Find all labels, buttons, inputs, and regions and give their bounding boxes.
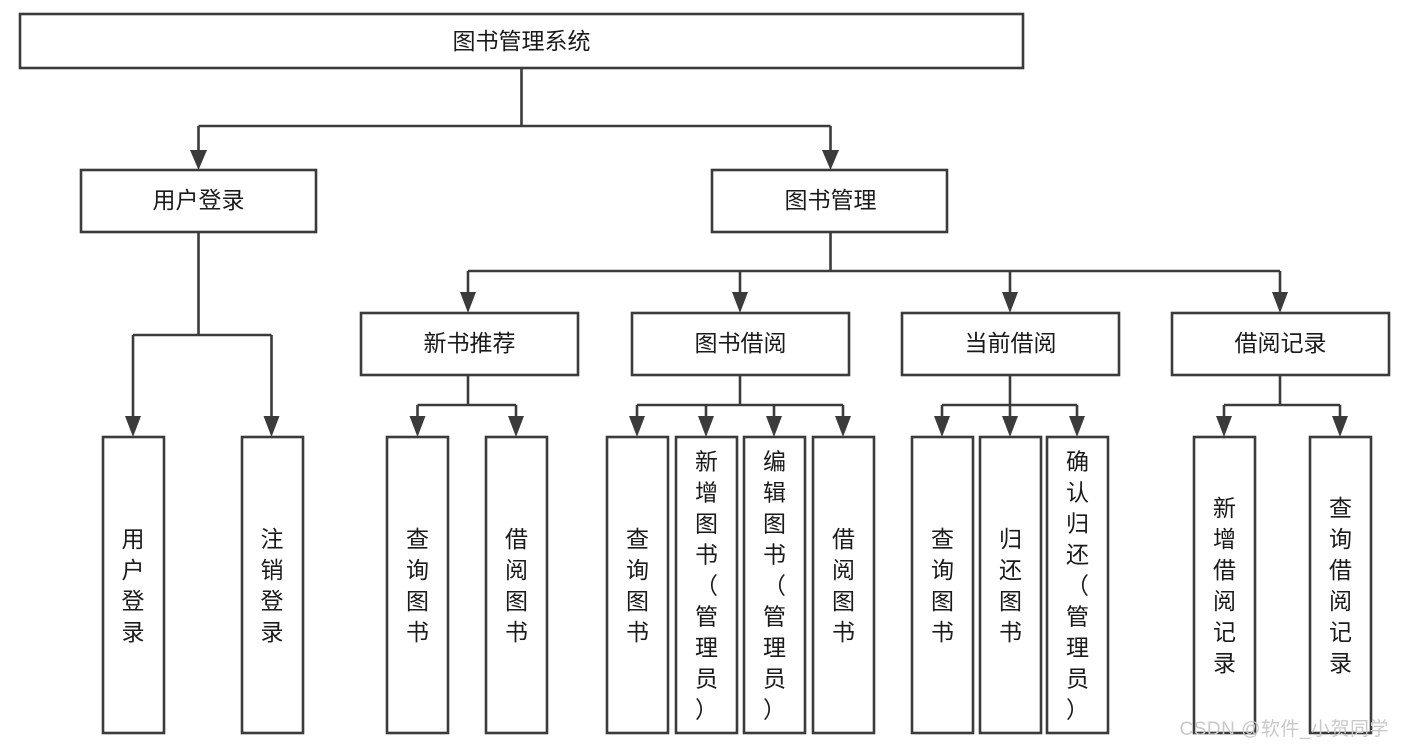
node-book-borrow-label: 图书借阅 xyxy=(695,330,787,356)
node-user-login[interactable]: 用户登录 xyxy=(79,168,318,234)
node-leaf-add-book-box[interactable] xyxy=(674,435,739,735)
node-root[interactable]: 图书管理系统 xyxy=(18,12,1025,70)
node-leaf-add-record-label: 新增借阅记录 xyxy=(1213,495,1236,676)
node-leaf-query-book-3-box[interactable] xyxy=(910,435,975,735)
node-leaf-borrow-book-1-box[interactable] xyxy=(484,435,549,735)
node-leaf-query-book-3[interactable]: 查询图书 xyxy=(910,435,975,735)
node-current-borrow-box[interactable] xyxy=(900,311,1121,377)
arrow-head-leaf-query-book-2 xyxy=(629,416,645,437)
node-book-manage[interactable]: 图书管理 xyxy=(710,168,949,234)
node-leaf-return-book-label: 归还图书 xyxy=(999,526,1022,645)
node-leaf-edit-book[interactable]: 编辑图书（管理员） xyxy=(742,435,807,735)
node-root-label: 图书管理系统 xyxy=(453,28,591,54)
connector-layer xyxy=(125,68,1348,437)
node-leaf-edit-book-label: 编辑图书（管理员） xyxy=(763,449,786,723)
node-leaf-user-logout[interactable]: 注销登录 xyxy=(240,435,305,735)
node-leaf-return-book-box[interactable] xyxy=(978,435,1043,735)
arrow-head-leaf-query-record xyxy=(1332,416,1348,437)
node-new-book-recommend-box[interactable] xyxy=(359,311,580,377)
node-leaf-user-logout-label: 注销登录 xyxy=(261,526,284,645)
node-leaf-query-book-2-label: 查询图书 xyxy=(626,526,649,645)
node-leaf-add-record[interactable]: 新增借阅记录 xyxy=(1192,435,1257,735)
node-leaf-query-record-box[interactable] xyxy=(1308,435,1373,735)
arrow-head-leaf-query-book-3 xyxy=(934,416,950,437)
node-borrow-record-label: 借阅记录 xyxy=(1235,330,1327,356)
arrow-head-leaf-borrow-book-2 xyxy=(835,416,851,437)
node-root-box[interactable] xyxy=(18,12,1025,70)
arrow-head-leaf-add-book xyxy=(698,416,714,437)
node-leaf-edit-book-box[interactable] xyxy=(742,435,807,735)
node-current-borrow-label: 当前借阅 xyxy=(965,330,1057,356)
node-leaf-user-login[interactable]: 用户登录 xyxy=(101,435,166,735)
node-leaf-user-login-label: 用户登录 xyxy=(122,526,145,645)
node-leaf-confirm-return-label: 确认归还（管理员） xyxy=(1066,449,1089,723)
node-leaf-query-record[interactable]: 查询借阅记录 xyxy=(1308,435,1373,735)
arrow-head-borrow-record xyxy=(1272,292,1288,313)
node-borrow-record-box[interactable] xyxy=(1170,311,1391,377)
node-leaf-borrow-book-2-label: 借阅图书 xyxy=(832,526,855,645)
node-borrow-record[interactable]: 借阅记录 xyxy=(1170,311,1391,377)
node-current-borrow[interactable]: 当前借阅 xyxy=(900,311,1121,377)
node-book-borrow-box[interactable] xyxy=(630,311,851,377)
node-leaf-query-book-1-label: 查询图书 xyxy=(406,526,429,645)
node-book-manage-label: 图书管理 xyxy=(785,187,877,213)
arrow-head-current-borrow xyxy=(1002,292,1018,313)
node-leaf-confirm-return-box[interactable] xyxy=(1045,435,1110,735)
node-leaf-borrow-book-2[interactable]: 借阅图书 xyxy=(811,435,876,735)
node-book-borrow[interactable]: 图书借阅 xyxy=(630,311,851,377)
node-new-book-recommend[interactable]: 新书推荐 xyxy=(359,311,580,377)
node-leaf-user-login-box[interactable] xyxy=(101,435,166,735)
arrow-head-leaf-user-login xyxy=(125,416,141,437)
node-book-manage-box[interactable] xyxy=(710,168,949,234)
node-leaf-user-logout-box[interactable] xyxy=(240,435,305,735)
arrow-head-leaf-query-book-1 xyxy=(409,416,426,437)
arrow-head-book-borrow xyxy=(732,292,748,313)
arrow-head-leaf-return-book xyxy=(1002,416,1018,437)
arrow-head-user-login xyxy=(190,150,207,170)
node-leaf-borrow-book-2-box[interactable] xyxy=(811,435,876,735)
node-leaf-borrow-book-1-label: 借阅图书 xyxy=(505,526,528,645)
arrow-head-leaf-borrow-book-1 xyxy=(508,416,524,437)
arrow-head-leaf-add-record xyxy=(1216,416,1232,437)
arrow-head-leaf-user-logout xyxy=(263,416,280,437)
node-leaf-query-book-1[interactable]: 查询图书 xyxy=(385,435,450,735)
node-leaf-add-book[interactable]: 新增图书（管理员） xyxy=(674,435,739,735)
node-user-login-label: 用户登录 xyxy=(153,187,245,213)
node-leaf-query-record-label: 查询借阅记录 xyxy=(1329,495,1352,676)
arrow-head-leaf-edit-book xyxy=(766,416,782,437)
node-leaf-return-book[interactable]: 归还图书 xyxy=(978,435,1043,735)
node-leaf-query-book-2-box[interactable] xyxy=(605,435,670,735)
arrow-head-leaf-confirm-return xyxy=(1069,416,1085,437)
node-leaf-add-record-box[interactable] xyxy=(1192,435,1257,735)
node-leaf-add-book-label: 新增图书（管理员） xyxy=(695,449,718,723)
node-leaf-confirm-return[interactable]: 确认归还（管理员） xyxy=(1045,435,1110,735)
node-leaf-query-book-3-label: 查询图书 xyxy=(931,526,954,645)
node-user-login-box[interactable] xyxy=(79,168,318,234)
node-leaf-borrow-book-1[interactable]: 借阅图书 xyxy=(484,435,549,735)
node-new-book-recommend-label: 新书推荐 xyxy=(424,330,516,356)
node-leaf-query-book-2[interactable]: 查询图书 xyxy=(605,435,670,735)
arrow-head-book-manage xyxy=(822,150,839,170)
arrow-head-new-book-recommend xyxy=(460,292,476,313)
node-leaf-query-book-1-box[interactable] xyxy=(385,435,450,735)
